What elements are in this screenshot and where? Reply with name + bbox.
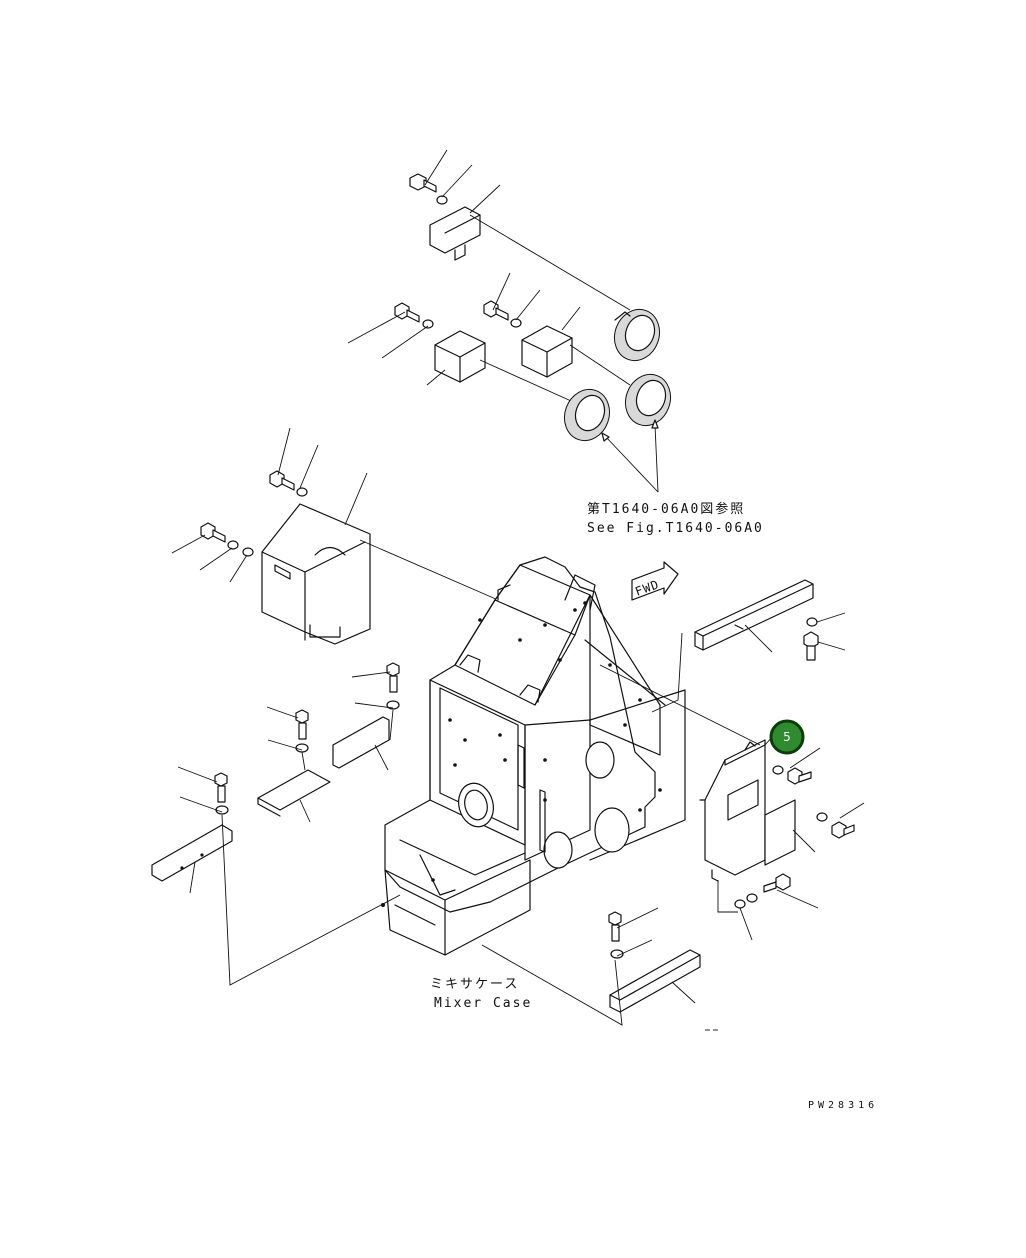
bolt-icon xyxy=(831,821,855,839)
washer-icon xyxy=(436,195,448,205)
bolt-icon xyxy=(386,662,400,693)
bolt-icon xyxy=(409,173,437,193)
side-cover-icon xyxy=(261,503,371,645)
callout-badge-5[interactable]: 5 xyxy=(769,719,805,755)
mixer-case-label-en: Mixer Case xyxy=(434,996,532,1011)
right-cover-plate-assembly xyxy=(599,664,865,941)
bolt-icon xyxy=(483,300,509,321)
washer-icon xyxy=(242,547,254,557)
mixer-case-label-jp: ミキサケース xyxy=(430,977,519,992)
washer-icon xyxy=(510,318,522,328)
bolt-icon xyxy=(787,767,812,785)
washer-icon xyxy=(422,319,434,329)
washer-icon xyxy=(386,700,400,710)
drawing-code: PW28316 xyxy=(808,1100,878,1111)
forward-direction-arrow: FWD xyxy=(631,561,679,601)
bolt-icon xyxy=(803,631,819,661)
washer-icon xyxy=(296,487,308,497)
callout-number: 5 xyxy=(783,730,791,744)
washer-icon xyxy=(295,743,309,753)
washer-icon xyxy=(772,765,784,775)
cover-left-icon xyxy=(434,330,486,383)
bolt-icon xyxy=(394,302,420,323)
plate-icon xyxy=(332,716,390,769)
mixer-case xyxy=(381,556,686,956)
round-flange-top xyxy=(613,308,661,362)
callout-circle[interactable] xyxy=(769,719,805,755)
cover-right-icon xyxy=(521,325,573,378)
washer-icon xyxy=(734,899,746,909)
figure-reference-jp: 第T1640-06A0図参照 xyxy=(587,501,745,517)
bolt-icon xyxy=(214,772,228,803)
bracket-icon xyxy=(429,206,481,261)
round-flange-mid xyxy=(624,373,672,427)
washer-icon xyxy=(610,949,624,959)
bolt-icon xyxy=(269,470,295,491)
bottom-plate-assembly xyxy=(481,907,718,1031)
washer-icon xyxy=(227,540,239,550)
round-flange-left xyxy=(563,388,611,442)
washer-icon xyxy=(806,617,818,627)
left-plates-assembly xyxy=(151,662,401,986)
figure-reference-en: See Fig.T1640-06A0 xyxy=(587,521,764,536)
washer-icon xyxy=(746,893,758,903)
large-side-cover-assembly xyxy=(171,427,506,645)
bolt-icon xyxy=(295,709,309,740)
bolt-icon xyxy=(763,873,791,893)
plate-icon xyxy=(151,824,233,882)
bolt-icon xyxy=(608,911,622,942)
middle-covers-assembly xyxy=(347,272,631,406)
top-cover-assembly xyxy=(409,149,631,311)
bolt-icon xyxy=(200,522,226,543)
washer-icon xyxy=(816,812,828,822)
plate-icon xyxy=(257,769,331,811)
long-bracket-assembly xyxy=(651,579,846,713)
washer-icon xyxy=(215,805,229,815)
